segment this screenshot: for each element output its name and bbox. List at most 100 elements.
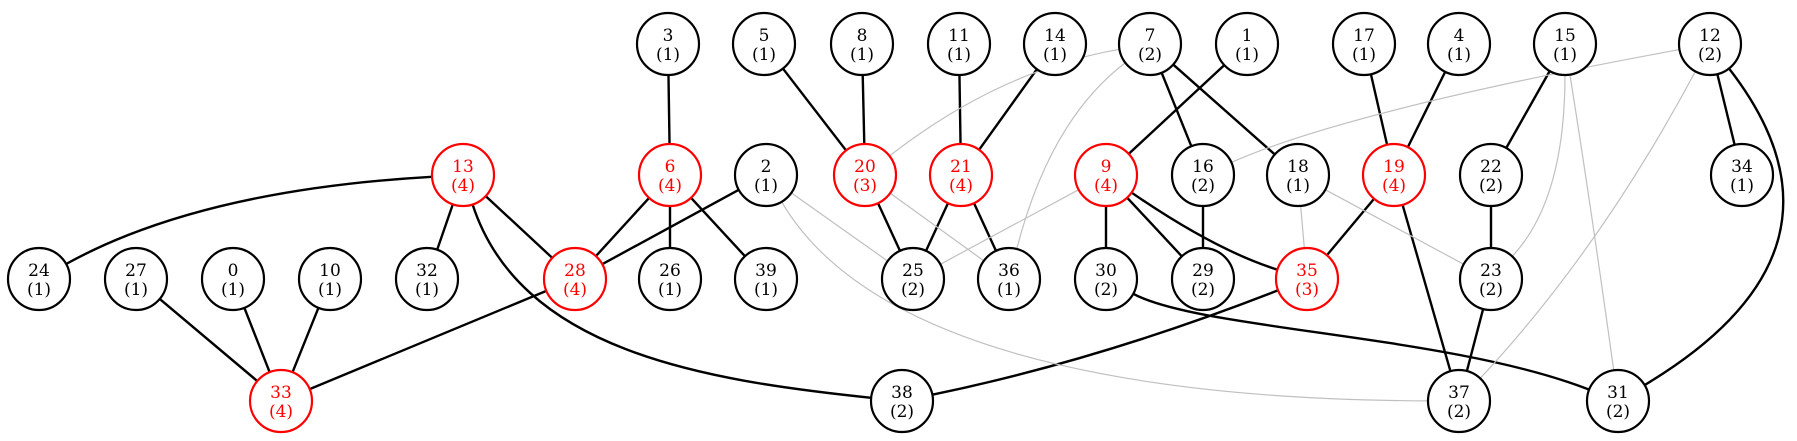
node-28: 28(4): [542, 246, 608, 312]
node-label: 13: [452, 157, 474, 177]
node-label: 35: [1296, 261, 1318, 281]
edge-2-37: [781, 201, 1429, 402]
node-31: 31(2): [1585, 368, 1651, 434]
node-label: 33: [270, 383, 292, 403]
node-1: 1(1): [1214, 11, 1280, 77]
node-count: (2): [1191, 280, 1215, 300]
node-circle: [248, 368, 314, 434]
node-count: (2): [1191, 176, 1215, 196]
node-label: 30: [1095, 261, 1117, 281]
node-label: 7: [1145, 26, 1156, 46]
node-label: 39: [755, 261, 777, 281]
node-label: 18: [1287, 157, 1309, 177]
node-label: 15: [1554, 26, 1576, 46]
node-0: 0(1): [200, 246, 266, 312]
node-label: 26: [659, 261, 681, 281]
edge-35-38: [932, 289, 1279, 396]
edge-17-19: [1369, 73, 1389, 146]
node-21: 21(4): [928, 142, 994, 208]
edge-9-29: [1126, 196, 1183, 258]
node-13: 13(4): [430, 142, 496, 208]
edge-6-28: [595, 197, 650, 257]
edge-8-20: [861, 74, 866, 145]
edge-19-35: [1325, 198, 1376, 256]
node-circle: [394, 246, 460, 312]
edge-12-34: [1716, 73, 1736, 146]
edge-13-32: [436, 203, 454, 251]
node-circle: [829, 11, 895, 77]
node-label: 20: [854, 157, 876, 177]
node-2: 2(1): [733, 142, 799, 208]
node-18: 18(1): [1265, 142, 1331, 208]
node-circle: [297, 246, 363, 312]
edge-18-23: [1325, 189, 1464, 265]
edge-19-37: [1401, 204, 1452, 372]
node-circle: [637, 246, 703, 312]
edge-15-22: [1505, 70, 1551, 149]
edge-12-31: [1643, 67, 1785, 387]
edge-15-31: [1569, 74, 1615, 371]
edge-9-35: [1130, 191, 1278, 271]
node-label: 2: [761, 157, 772, 177]
node-circle: [928, 142, 994, 208]
node-circle: [880, 246, 946, 312]
edge-13-38: [471, 204, 872, 399]
node-count: (1): [656, 45, 680, 65]
node-count: (3): [1295, 280, 1319, 300]
node-8: 8(1): [829, 11, 895, 77]
node-count: (1): [221, 280, 245, 300]
node-count: (1): [1043, 45, 1067, 65]
node-4: 4(1): [1426, 11, 1492, 77]
node-22: 22(2): [1458, 142, 1524, 208]
node-5: 5(1): [731, 11, 797, 77]
edge-4-19: [1406, 71, 1447, 148]
edge-13-28: [484, 195, 554, 259]
edge-7-16: [1160, 72, 1193, 147]
edge-7-18: [1172, 63, 1276, 156]
node-count: (4): [451, 176, 475, 196]
node-36: 36(1): [976, 246, 1042, 312]
edge-6-39: [690, 196, 746, 258]
node-count: (2): [1447, 402, 1471, 422]
edge-21-36: [972, 202, 998, 252]
node-circle: [6, 246, 72, 312]
node-29: 29(2): [1170, 246, 1236, 312]
node-circle: [1022, 11, 1088, 77]
edges-layer: [65, 48, 1785, 402]
edge-11-21: [958, 74, 962, 145]
node-circle: [1361, 142, 1427, 208]
node-count: (1): [1730, 176, 1754, 196]
edge-15-23: [1511, 74, 1566, 257]
node-label: 1: [1242, 26, 1253, 46]
node-label: 27: [125, 261, 147, 281]
node-count: (4): [1094, 176, 1118, 196]
node-circle: [869, 368, 935, 434]
node-label: 3: [663, 26, 674, 46]
node-circle: [430, 142, 496, 208]
node-label: 21: [950, 157, 972, 177]
node-count: (1): [997, 280, 1021, 300]
node-label: 12: [1699, 26, 1721, 46]
node-circle: [1265, 142, 1331, 208]
node-circle: [1170, 246, 1236, 312]
node-count: (2): [1479, 280, 1503, 300]
node-24: 24(1): [6, 246, 72, 312]
node-circle: [1426, 11, 1492, 77]
node-25: 25(2): [880, 246, 946, 312]
node-label: 4: [1454, 26, 1465, 46]
node-circle: [1117, 11, 1183, 77]
node-7: 7(2): [1117, 11, 1183, 77]
node-label: 17: [1353, 26, 1375, 46]
edge-12-16: [1231, 49, 1680, 164]
node-count: (2): [1698, 45, 1722, 65]
edge-23-37: [1465, 308, 1485, 372]
node-count: (1): [1286, 176, 1310, 196]
edge-2-25: [790, 192, 889, 262]
node-circle: [1458, 142, 1524, 208]
node-count: (1): [1235, 45, 1259, 65]
edge-3-6: [667, 74, 671, 145]
node-count: (4): [563, 280, 587, 300]
node-count: (4): [949, 176, 973, 196]
node-37: 37(2): [1426, 368, 1492, 434]
